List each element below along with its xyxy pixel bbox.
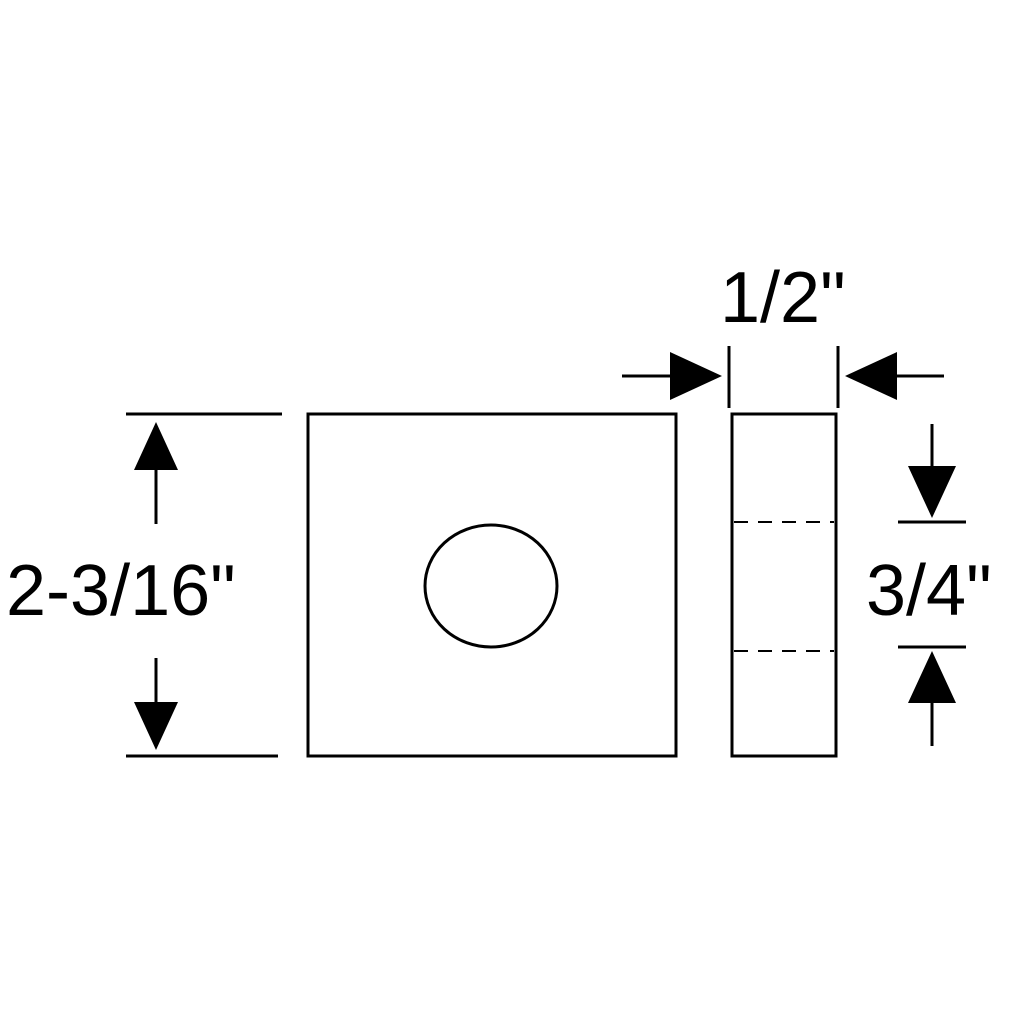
height-arrow-down: [134, 702, 178, 750]
front-view-plate: [306, 412, 678, 758]
height-dimension-label: 2-3/16": [6, 551, 236, 631]
hole-arrow-up: [908, 651, 956, 703]
center-hole: [423, 523, 559, 649]
thickness-arrow-left: [845, 352, 897, 400]
height-arrow-up: [134, 422, 178, 470]
side-view-plate: [730, 412, 838, 758]
hole-dimension-label: 3/4": [866, 551, 992, 631]
hole-arrow-down: [908, 466, 956, 518]
hidden-hole-lines: [734, 521, 834, 652]
thickness-dimension-label: 1/2": [720, 258, 846, 338]
thickness-arrow-right: [670, 352, 722, 400]
